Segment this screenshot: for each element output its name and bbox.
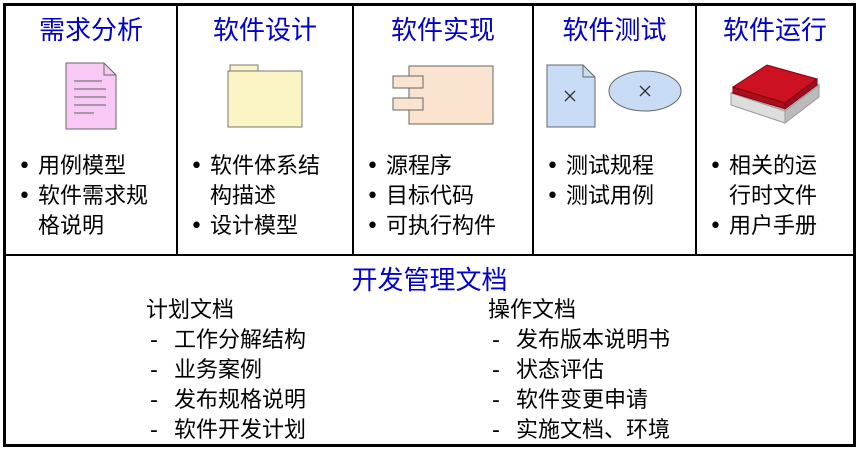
list-item: 源程序 (364, 152, 530, 182)
column-title: 需求分析 (38, 16, 143, 46)
list-item: 用例模型 (16, 152, 174, 182)
list-item: -实施文档、环境 (492, 418, 671, 443)
list-item-text: 状态评估 (516, 358, 605, 383)
list-item: 用户手册 (707, 212, 851, 242)
artifact-list: 源程序 目标代码 可执行构件 (364, 152, 530, 242)
list-item: -发布规格说明 (150, 388, 307, 413)
list-item: 构描述 (210, 184, 277, 209)
list-item-text: 发布版本说明书 (516, 328, 671, 353)
list-item: -软件变更申请 (492, 388, 649, 413)
list-item: -业务案例 (150, 358, 263, 383)
column-implementation: 软件实现 源程序 目标代码 可执行构件 (354, 6, 534, 254)
list-item: 软件需求规 (16, 182, 174, 212)
list-item: 测试规程 (544, 152, 693, 182)
list-item-text: 工作分解结构 (174, 328, 307, 353)
list-item: -软件开发计划 (150, 418, 307, 443)
column-title: 软件设计 (212, 16, 317, 46)
artifact-list: 软件体系结 构描述 设计模型 (188, 152, 350, 242)
list-item: 行时文件 (729, 184, 818, 209)
list-item: 软件体系结 (188, 152, 350, 182)
list-item-text: 实施文档、环境 (516, 418, 671, 443)
test-case-icon (534, 60, 695, 132)
column-title: 软件运行 (722, 16, 827, 46)
plan-docs-title: 计划文档 (146, 298, 235, 323)
column-testing: 软件测试 测试规程 测试用例 (534, 6, 697, 254)
list-item: 可执行构件 (364, 212, 530, 242)
artifact-list: 测试规程 测试用例 (544, 152, 693, 212)
list-item: -工作分解结构 (150, 328, 307, 353)
column-requirements: 需求分析 用例模型 软件需求规 格说明 (6, 6, 178, 254)
plan-docs-group: 计划文档 -工作分解结构 -业务案例 -发布规格说明 -软件开发计划 (146, 296, 306, 446)
manual-book-icon (697, 60, 853, 132)
list-item-text: 软件开发计划 (174, 418, 307, 443)
operation-docs-title: 操作文档 (488, 298, 577, 323)
component-icon (354, 60, 532, 132)
column-operation: 软件运行 相关的运 行时文件 用户手册 (697, 6, 853, 254)
workflow-columns: 需求分析 用例模型 软件需求规 格说明 软件设计 (6, 6, 853, 254)
column-title: 软件实现 (390, 16, 495, 46)
list-item: 格说明 (38, 214, 105, 239)
list-item: -状态评估 (492, 358, 605, 383)
document-icon (6, 60, 176, 132)
column-title: 软件测试 (562, 16, 667, 46)
diagram-frame: 需求分析 用例模型 软件需求规 格说明 软件设计 (3, 3, 856, 447)
operation-docs-group: 操作文档 -发布版本说明书 -状态评估 -软件变更申请 -实施文档、环境 (488, 296, 670, 446)
list-item: 目标代码 (364, 182, 530, 212)
column-design: 软件设计 软件体系结 构描述 设计模型 (178, 6, 354, 254)
list-item-text: 业务案例 (174, 358, 263, 383)
list-item: 设计模型 (188, 212, 350, 242)
plan-docs-list: -工作分解结构 -业务案例 -发布规格说明 -软件开发计划 (146, 326, 306, 446)
management-title: 开发管理文档 (351, 266, 508, 296)
artifact-list: 用例模型 软件需求规 格说明 (16, 152, 174, 242)
artifact-list: 相关的运 行时文件 用户手册 (707, 152, 851, 242)
list-item-text: 发布规格说明 (174, 388, 307, 413)
list-item: 相关的运 (707, 152, 851, 182)
list-item: 测试用例 (544, 182, 693, 212)
operation-docs-list: -发布版本说明书 -状态评估 -软件变更申请 -实施文档、环境 (488, 326, 670, 446)
folder-icon (178, 60, 352, 132)
list-item-text: 软件变更申请 (516, 388, 649, 413)
list-item: -发布版本说明书 (492, 328, 671, 353)
management-docs-section: 开发管理文档 计划文档 -工作分解结构 -业务案例 -发布规格说明 -软件开发计… (6, 254, 853, 444)
